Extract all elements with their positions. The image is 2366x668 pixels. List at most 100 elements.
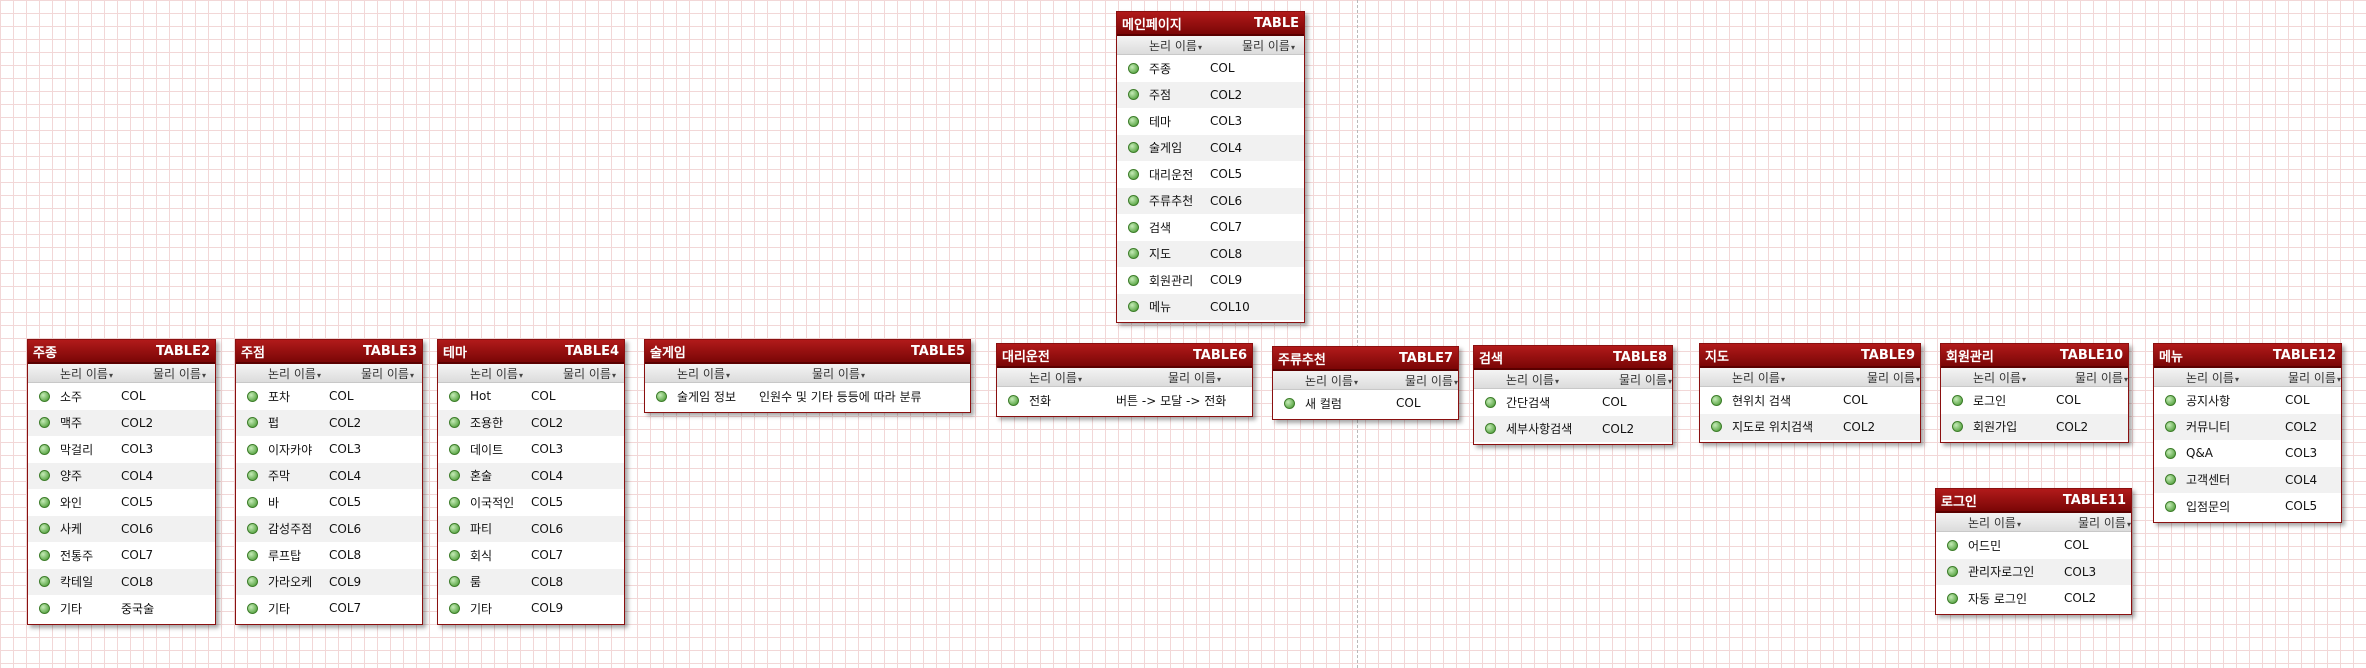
logical-name-header[interactable]: 논리 이름▾	[1968, 515, 2021, 530]
physical-name-header[interactable]: 물리 이름▾	[812, 366, 865, 381]
physical-name-header[interactable]: 물리 이름▾	[361, 366, 414, 381]
chevron-down-icon[interactable]: ▾	[316, 370, 321, 380]
logical-name-header[interactable]: 논리 이름▾	[60, 366, 113, 381]
logical-name-header[interactable]: 논리 이름▾	[470, 366, 523, 381]
chevron-down-icon[interactable]: ▾	[2234, 374, 2239, 384]
chevron-down-icon[interactable]: ▾	[2126, 519, 2131, 529]
physical-name-header[interactable]: 물리 이름▾	[1242, 38, 1295, 53]
physical-name-header[interactable]: 물리 이름▾	[2078, 515, 2131, 530]
logical-name-header[interactable]: 논리 이름▾	[1305, 373, 1358, 388]
chevron-down-icon[interactable]: ▾	[1915, 374, 1920, 384]
chevron-down-icon[interactable]: ▾	[201, 370, 206, 380]
physical-name-header[interactable]: 물리 이름▾	[1405, 373, 1458, 388]
logical-name-header[interactable]: 논리 이름▾	[1973, 370, 2026, 385]
logical-name-header[interactable]: 논리 이름▾	[1029, 370, 1082, 385]
chevron-down-icon[interactable]: ▾	[2021, 374, 2026, 384]
physical-name-header[interactable]: 물리 이름▾	[153, 366, 206, 381]
chevron-down-icon[interactable]: ▾	[1554, 376, 1559, 386]
chevron-down-icon[interactable]: ▾	[518, 370, 523, 380]
chevron-down-icon[interactable]: ▾	[1353, 377, 1358, 387]
chevron-down-icon[interactable]: ▾	[108, 370, 113, 380]
chevron-down-icon[interactable]: ▾	[1780, 374, 1785, 384]
logical-name-header[interactable]: 논리 이름▾	[268, 366, 321, 381]
chevron-down-icon[interactable]: ▾	[2016, 519, 2021, 529]
chevron-down-icon[interactable]: ▾	[1453, 377, 1458, 387]
logical-name-header[interactable]: 논리 이름▾	[1732, 370, 1785, 385]
chevron-down-icon[interactable]: ▾	[409, 370, 414, 380]
logical-name-header[interactable]: 논리 이름▾	[1149, 38, 1202, 53]
chevron-down-icon[interactable]: ▾	[611, 370, 616, 380]
physical-name-header[interactable]: 물리 이름▾	[2288, 370, 2341, 385]
physical-name-header[interactable]: 물리 이름▾	[563, 366, 616, 381]
chevron-down-icon[interactable]: ▾	[1197, 42, 1202, 52]
chevron-down-icon[interactable]: ▾	[2336, 374, 2341, 384]
